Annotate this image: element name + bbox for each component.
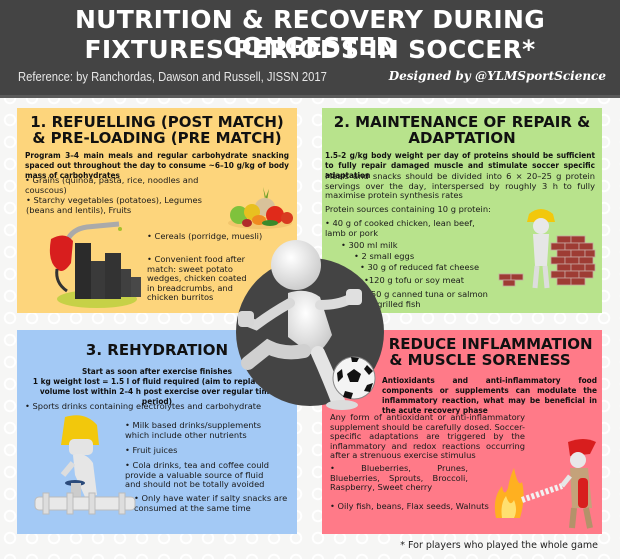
panel-3-title: 3. Rehydration [85, 341, 229, 359]
panel-1-item-convenient: • Convenient food after match: sweet pot… [147, 254, 247, 302]
designed-by-credit: Designed by @YLMSportScience [388, 69, 606, 83]
panel-3-item-water: • Only have water if salty snacks are co… [134, 493, 288, 513]
header-banner: Nutrition & Recovery During Congested Fi… [0, 0, 620, 98]
panel-inflammation: 4. Reduce Inflammation & Muscle Soreness… [322, 330, 602, 534]
panel-2-sources-label: Protein sources containing 10 g protein: [325, 204, 491, 214]
title-line-1: Nutrition & Recovery During Congested [74, 5, 546, 61]
panel-1-item-starchy: • Starchy vegetables (potatoes), Legumes… [26, 195, 202, 215]
panel-4-title-line-1: 4. Reduce Inflammation [367, 335, 593, 353]
panel-4-item-berries: • Blueberries, Prunes, Blueberries, Spro… [330, 463, 468, 492]
panel-1-intro: Program 3–4 main meals and regular carbo… [25, 150, 289, 180]
panel-2-item-tuna: •50 g canned tuna or salmon or grilled f… [366, 289, 488, 309]
soccer-player-figure-icon [238, 240, 362, 410]
panel-3-intro-line-2: 1 kg weight lost = 1.5 l of fluid requir… [32, 376, 282, 406]
panel-3-item-sports-drinks: • Sports drinks containing electrolytes … [25, 401, 262, 411]
panel-4-item-oily-fish: • Oily fish, beans, Flax seeds, Walnuts [330, 501, 489, 511]
panel-3-intro-line-1: Start as soon after exercise finishes [81, 366, 233, 376]
vegetables-icon [228, 187, 293, 229]
panel-2-title-line-1: 2. Maintenance of Repair & [333, 113, 591, 131]
soccer-ball-icon [332, 356, 376, 400]
reference-text: Reference: by Ranchordas, Dawson and Rus… [18, 70, 327, 84]
panel-3-item-milk: • Milk based drinks/supplements which in… [125, 420, 262, 440]
panel-4-body: Any form of antioxidant or anti-inflamma… [330, 412, 525, 460]
panel-2-title-line-2: Adaptation [408, 129, 516, 147]
panel-1-title-line-1: 1. Refuelling (Post Match) [30, 113, 284, 131]
plumber-pipe-icon [34, 415, 136, 515]
panel-2-item-milk: • 300 ml milk [341, 240, 398, 250]
panel-2-item-cheese: • 30 g of reduced fat cheese [360, 262, 480, 272]
panel-3-item-cola: • Cola drinks, tea and coffee could prov… [125, 460, 270, 489]
panel-2-item-eggs: • 2 small eggs [354, 251, 415, 261]
panel-refuelling: 1. Refuelling (Post Match) & Pre-Loading… [17, 108, 297, 313]
panel-repair-adaptation: 2. Maintenance of Repair & Adaptation 1.… [322, 108, 602, 313]
panel-1-item-grains: • Grains (quinoa, pasta, rice, noodles a… [25, 175, 199, 195]
panel-rehydration: 3. Rehydration Start as soon after exerc… [17, 330, 297, 534]
panel-2-intro: 1.5-2 g/kg body weight per day of protei… [325, 150, 595, 180]
panel-3-item-juices: • Fruit juices [125, 445, 178, 455]
panel-1-item-cereals: • Cereals (porridge, muesli) [147, 231, 263, 241]
panel-2-item-tofu: •120 g tofu or soy meat [364, 275, 465, 285]
fuel-pump-chart-icon [49, 221, 141, 308]
panel-4-title-line-2: & Muscle Soreness [389, 351, 571, 369]
title-line-2: Fixtures Periods in Soccer* [84, 35, 536, 64]
builder-brick-wall-icon [498, 209, 596, 289]
panel-2-item-chicken: • 40 g of cooked chicken, lean beef, lam… [325, 218, 475, 238]
panel-4-intro: Antioxidants and anti-inflammatory food … [382, 375, 597, 415]
panel-1-title-line-2: & Pre-Loading (Pre Match) [32, 129, 282, 147]
firefighter-extinguisher-icon [494, 439, 596, 529]
footnote: * For players who played the whole game [400, 540, 598, 551]
panel-2-body: Meals and snacks should be divided into … [325, 171, 595, 200]
